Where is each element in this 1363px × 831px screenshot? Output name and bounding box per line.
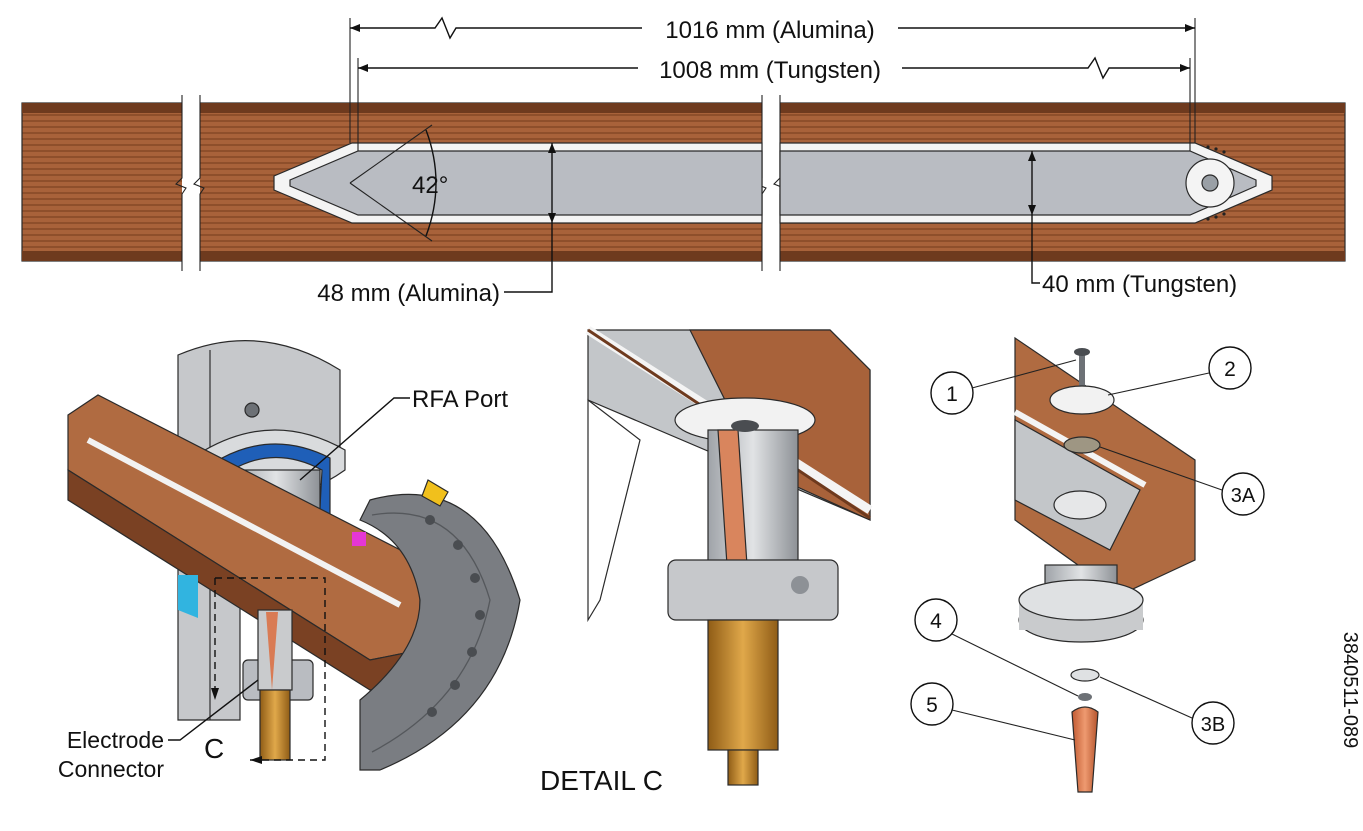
detail-c-arrow-left [250,756,262,764]
detail-flange-bolt [791,576,809,594]
callout-2-label: 2 [1224,358,1236,381]
tungsten-left [289,150,763,216]
callout-5-bubble [910,682,954,726]
detail-flange [667,559,839,621]
detail-c-title: DETAIL C [540,765,663,796]
callout-4-leader [951,633,1079,697]
callout-2-leader [1107,372,1210,396]
beampipe-highlight [86,437,402,608]
detail-brass-connector [707,619,779,751]
tungsten-length-line-right [902,56,1190,80]
tungsten-length-label: 1008 mm (Tungsten) [659,57,881,84]
break-gap-mid [762,95,780,271]
detail-c-arrow-down [211,688,219,700]
detail-c-box [215,577,326,761]
copper-top-edge [22,103,1345,113]
cyan-fitting [178,575,198,618]
rfa-port-label: RFA Port [412,386,508,413]
alumina-width-leader [504,223,553,293]
callout-1-bubble [930,371,974,415]
electrode-connector-leader [168,679,259,741]
exploded-electrode [1014,418,1141,551]
copper-bottom-edge [22,251,1345,261]
end-contact-screw [1201,174,1219,192]
angle-leg-top [349,124,433,184]
part-3b-washer [1070,668,1100,682]
callout-5-leader [951,709,1076,741]
callout-4-label: 4 [930,610,942,633]
callout-1-label: 1 [946,383,958,406]
angle-label: 42° [412,172,448,199]
mount-holes [1206,145,1226,221]
rfa-port-leader [299,397,410,481]
detail-screw-head [731,420,759,432]
part-1-screw-head [1074,348,1090,356]
exploded-port-hole [1053,490,1107,520]
alumina-length-line-left [350,16,642,40]
yellow-fitting [421,479,449,507]
callout-2-bubble [1208,346,1252,390]
rear-flange-bolt [244,402,260,418]
section-letter-label: C [204,733,224,764]
front-flange [359,493,521,771]
break-line-left-a [175,95,187,271]
exploded-flange-top [1018,579,1144,621]
angle-arc [425,129,437,237]
callout-5-label: 5 [926,694,938,717]
plan-view: 42° 48 mm (Alumina) 40 mm (Tungsten) 101… [21,16,1346,307]
part-5-connector-cone [1071,706,1099,793]
callout-3b-leader [1099,676,1193,719]
part-2-disk [1049,385,1115,415]
front-flange-rim [371,512,491,753]
tungsten-width-leader [1031,215,1040,284]
callout-3a-label: 3A [1231,485,1256,507]
part-1-screw [1079,352,1085,392]
break-gap-left [182,95,200,271]
part-3a-washer [1063,436,1101,454]
tungsten-width-label: 40 mm (Tungsten) [1042,271,1237,298]
connector-brass [259,689,291,761]
angle-leg-bottom [349,182,433,242]
magenta-fitting [352,532,366,546]
electrode-connector-label-1: Electrode [67,727,164,753]
connector-copper-core [266,612,278,690]
exploded-view: 1 2 3A 4 5 3B [910,336,1265,793]
part-4-nut [1078,693,1092,701]
callout-3b-label: 3B [1201,714,1225,736]
alumina-width-label: 48 mm (Alumina) [317,280,500,307]
tungsten-right [779,150,1257,216]
detail-break-edge [587,398,641,623]
alumina-length-label: 1016 mm (Alumina) [665,17,874,44]
detail-brass-tip [727,749,759,786]
figure-id-label: 3840511-089 [1339,632,1361,748]
detail-c-view: DETAIL C [540,326,873,796]
electrode-connector-label-2: Connector [58,756,164,782]
callout-1-leader [971,359,1077,389]
callout-4-bubble [914,598,958,642]
callout-3a-leader [1099,446,1223,491]
callout-3b-bubble [1191,701,1235,745]
callout-3a-bubble [1221,472,1265,516]
front-flange-bolts [425,515,485,717]
break-line-left-b [193,95,205,271]
assembly-cutaway: C RFA Port Electrode Connector [58,340,521,782]
